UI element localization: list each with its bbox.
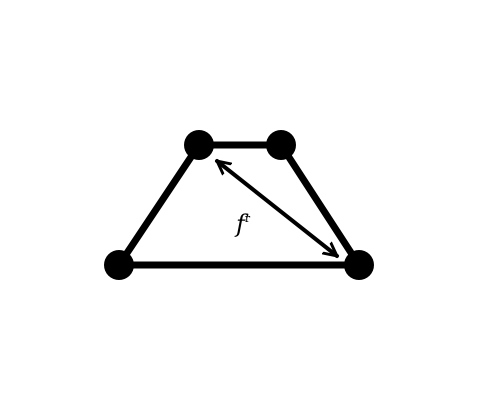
vertex-bottom-right — [344, 250, 374, 280]
distance-label-superscript: r — [245, 212, 251, 225]
vertex-bottom-left — [104, 250, 134, 280]
vertex-top-left — [184, 130, 214, 160]
diagonal-double-arrow — [215, 159, 339, 258]
edge-left — [115, 141, 203, 269]
vertex-top-right — [266, 130, 296, 160]
